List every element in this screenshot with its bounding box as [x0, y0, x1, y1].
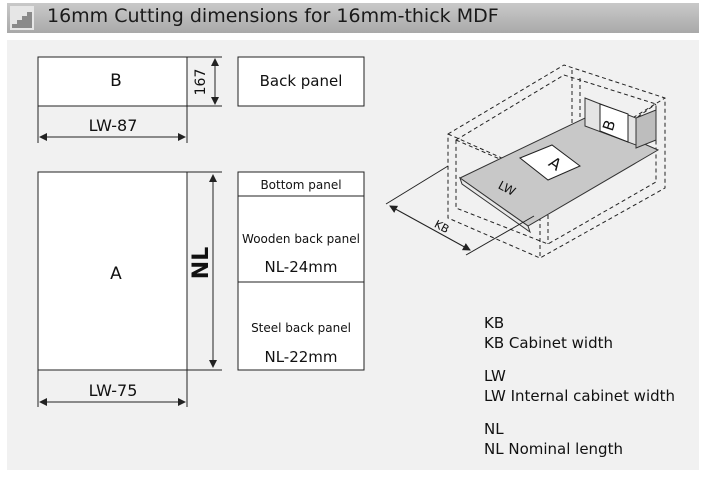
- legend: KB KB Cabinet width LW LW Internal cabin…: [484, 313, 675, 472]
- steel-back-value: NL-22mm: [264, 348, 337, 366]
- legend-kb: KB KB Cabinet width: [484, 313, 675, 353]
- kb-arrow: [389, 205, 471, 251]
- legend-nl: NL NL Nominal length: [484, 419, 675, 459]
- bottom-panel-label: Bottom panel: [260, 178, 341, 192]
- legend-description: NL Nominal length: [484, 440, 623, 458]
- legend-code: KB: [484, 314, 505, 332]
- iso-kb-label: KB: [432, 218, 451, 236]
- bottom-panel-table: [237, 171, 365, 371]
- page-title: 16mm Cutting dimensions for 16mm-thick M…: [47, 5, 499, 27]
- drawer-bottom-edge: [459, 176, 531, 234]
- legend-description: LW Internal cabinet width: [484, 387, 676, 405]
- panel-b-width-label: LW-87: [89, 116, 138, 135]
- legend-lw: LW LW Internal cabinet width: [484, 366, 675, 406]
- panel-b: [37, 56, 188, 107]
- piece-b: [599, 103, 629, 143]
- kb-leader: [465, 215, 535, 256]
- panel-a-height-label: NL: [189, 247, 214, 279]
- back-panel-label: Back panel: [260, 72, 343, 90]
- panel-a: [37, 171, 188, 371]
- panel-b-height-label: 167: [193, 69, 209, 96]
- drawer-isometric: [385, 64, 666, 259]
- header-bar: 16mm Cutting dimensions for 16mm-thick M…: [7, 3, 699, 33]
- legend-description: KB Cabinet width: [484, 334, 613, 352]
- panel-a-width-label: LW-75: [89, 381, 138, 400]
- panel-b-label: B: [110, 71, 122, 91]
- piece-a: [519, 144, 581, 181]
- wooden-back-value: NL-24mm: [264, 258, 337, 276]
- side-panel: [635, 109, 657, 149]
- panel-a-label: A: [110, 264, 122, 284]
- legend-code: NL: [484, 420, 504, 438]
- back-panel-box: [237, 56, 365, 107]
- stairs-icon: [10, 6, 34, 30]
- steel-back-label: Steel back panel: [251, 321, 351, 335]
- legend-code: LW: [484, 367, 506, 385]
- kb-leader: [385, 165, 449, 205]
- wooden-back-label: Wooden back panel: [242, 232, 360, 246]
